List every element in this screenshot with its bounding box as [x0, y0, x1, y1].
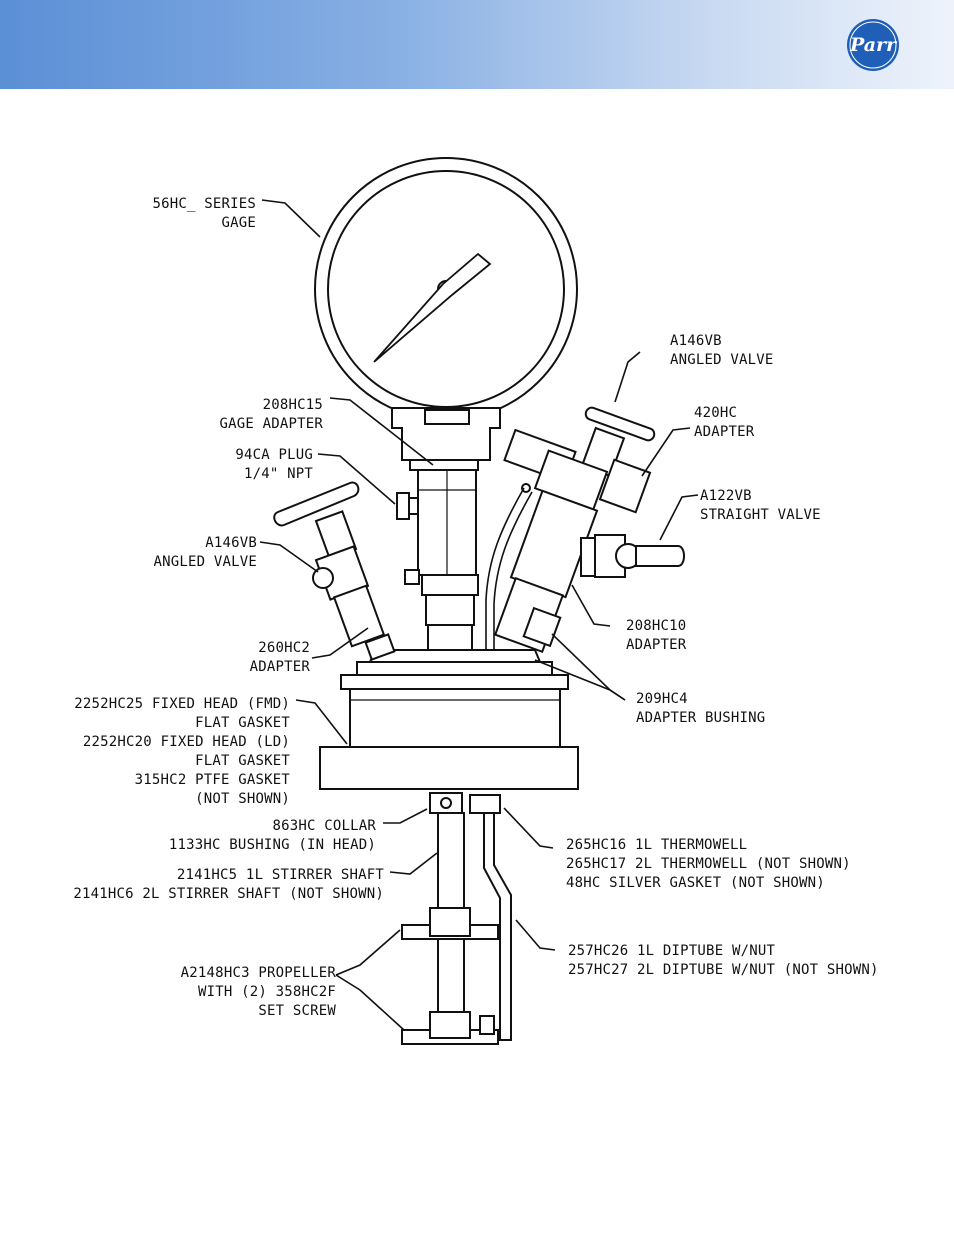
collar-and-bushing	[429, 792, 501, 814]
callout-gage-adapter-line2: GAGE ADAPTER	[219, 416, 323, 432]
thermowell-lower	[478, 812, 512, 1041]
callout-angled-valve-left-line2: ANGLED VALVE	[153, 554, 257, 570]
callout-260hc2-adapter: 260HC2 ADAPTER	[250, 640, 311, 675]
callout-diptube-line1: 257HC26 1L DIPTUBE W/NUT	[568, 943, 775, 959]
callout-diptube-line2: 257HC27 2L DIPTUBE W/NUT (NOT SHOWN)	[568, 962, 879, 978]
gage-adapter	[391, 407, 501, 576]
callout-diptube: 257HC26 1L DIPTUBE W/NUT 257HC27 2L DIPT…	[568, 943, 879, 978]
callout-propeller-line1: A2148HC3 PROPELLER	[181, 965, 337, 981]
vessel-head	[319, 649, 579, 790]
callout-thermowell: 265HC16 1L THERMOWELL 265HC17 2L THERMOW…	[566, 837, 851, 891]
callout-260hc2-adapter-line1: 260HC2	[258, 640, 310, 656]
propeller-lower	[401, 1011, 499, 1045]
callout-adapter-bushing: 209HC4 ADAPTER BUSHING	[636, 691, 765, 726]
callout-gage-line1: 56HC_ SERIES	[152, 196, 256, 212]
callout-fixed-head-line1: 2252HC25 FIXED HEAD (FMD)	[74, 696, 290, 712]
callout-208hc10-adapter-line2: ADAPTER	[626, 637, 687, 653]
callout-adapter-bushing-line1: 209HC4	[636, 691, 688, 707]
callout-fixed-head-line2: FLAT GASKET	[195, 715, 290, 731]
callout-angled-valve-right-line1: A146VB	[670, 333, 722, 349]
callout-propeller-line2: WITH (2) 358HC2F	[198, 984, 336, 1000]
right-angled-valve	[493, 406, 656, 654]
left-angled-valve	[273, 481, 396, 661]
callout-260hc2-adapter-line2: ADAPTER	[250, 659, 311, 675]
callout-gage-adapter-line1: 208HC15	[263, 397, 323, 413]
callout-propeller: A2148HC3 PROPELLER WITH (2) 358HC2F SET …	[181, 965, 337, 1019]
callout-angled-valve-right-line2: ANGLED VALVE	[670, 352, 774, 368]
callout-collar-line1: 863HC COLLAR	[272, 818, 376, 834]
callout-angled-valve-left-line1: A146VB	[205, 535, 257, 551]
callout-208hc10-adapter: 208HC10 ADAPTER	[626, 618, 687, 653]
gage-fitting	[404, 569, 479, 659]
callout-plug: 94CA PLUG 1/4" NPT	[235, 447, 313, 482]
callout-fixed-head: 2252HC25 FIXED HEAD (FMD) FLAT GASKET 22…	[74, 696, 290, 807]
thermowell-tube	[485, 487, 533, 650]
npt-plug	[396, 492, 419, 520]
callout-straight-valve-line1: A122VB	[700, 488, 752, 504]
propeller-upper	[401, 907, 499, 940]
callout-fixed-head-line6: (NOT SHOWN)	[195, 791, 290, 807]
callout-420hc-adapter-line2: ADAPTER	[694, 424, 755, 440]
callout-collar-line2: 1133HC BUSHING (IN HEAD)	[169, 837, 376, 853]
callout-angled-valve-left: A146VB ANGLED VALVE	[153, 535, 257, 570]
callout-stirrer-shaft-line1: 2141HC5 1L STIRRER SHAFT	[177, 867, 384, 883]
callout-208hc10-adapter-line1: 208HC10	[626, 618, 686, 634]
header-banner	[0, 0, 954, 89]
straight-valve	[580, 534, 685, 578]
callout-gage-line2: GAGE	[221, 215, 256, 231]
callout-thermowell-line2: 265HC17 2L THERMOWELL (NOT SHOWN)	[566, 856, 851, 872]
callout-plug-line2: 1/4" NPT	[244, 466, 313, 482]
callout-angled-valve-right: A146VB ANGLED VALVE	[670, 333, 774, 368]
callout-adapter-bushing-line2: ADAPTER BUSHING	[636, 710, 765, 726]
callout-fixed-head-line4: FLAT GASKET	[195, 753, 290, 769]
callout-420hc-adapter-line1: 420HC	[694, 405, 737, 421]
callout-fixed-head-line5: 315HC2 PTFE GASKET	[135, 772, 291, 788]
callout-thermowell-line1: 265HC16 1L THERMOWELL	[566, 837, 747, 853]
callout-thermowell-line3: 48HC SILVER GASKET (NOT SHOWN)	[566, 875, 825, 891]
callout-gage-adapter: 208HC15 GAGE ADAPTER	[219, 397, 323, 432]
callout-plug-line1: 94CA PLUG	[235, 447, 313, 463]
callout-gage: 56HC_ SERIES GAGE	[152, 196, 256, 231]
callout-straight-valve-line2: STRAIGHT VALVE	[700, 507, 821, 523]
callout-straight-valve: A122VB STRAIGHT VALVE	[700, 488, 821, 523]
callout-420hc-adapter: 420HC ADAPTER	[694, 405, 755, 440]
callout-collar: 863HC COLLAR 1133HC BUSHING (IN HEAD)	[169, 818, 376, 853]
logo-badge-icon	[847, 19, 899, 71]
callout-propeller-line3: SET SCREW	[258, 1003, 336, 1019]
callout-stirrer-shaft: 2141HC5 1L STIRRER SHAFT 2141HC6 2L STIR…	[73, 867, 384, 902]
callout-stirrer-shaft-line2: 2141HC6 2L STIRRER SHAFT (NOT SHOWN)	[73, 886, 384, 902]
leader-lines	[259, 199, 699, 1031]
pressure-gage	[314, 157, 578, 421]
callout-fixed-head-line3: 2252HC20 FIXED HEAD (LD)	[83, 734, 290, 750]
logo-text: Parr	[849, 34, 897, 56]
parr-logo: Parr	[846, 18, 900, 72]
